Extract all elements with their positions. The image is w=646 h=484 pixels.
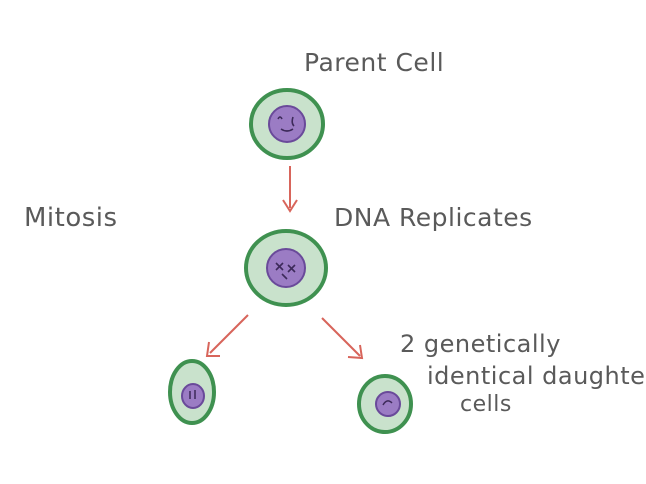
arrow-down-icon — [282, 166, 298, 213]
arrow-left-icon — [205, 314, 249, 357]
chromosome-marks — [382, 400, 393, 406]
replicating-cell-icon — [244, 229, 328, 307]
dna-replicates-label: DNA Replicates — [334, 203, 533, 232]
result-label-line-3: cells — [460, 392, 512, 417]
parent-cell-label: Parent Cell — [304, 48, 445, 77]
result-label-line-2: identical daughter — [427, 362, 646, 390]
chromosome-marks — [277, 116, 295, 132]
chromosome-marks — [275, 262, 296, 280]
daughter-cell-right-icon — [357, 374, 413, 434]
daughter-cell-left-icon — [168, 359, 216, 425]
result-label-line-1: 2 genetically — [400, 330, 561, 358]
chromosome-marks — [189, 390, 196, 399]
arrow-right-icon — [321, 317, 364, 360]
parent-cell-icon — [249, 88, 325, 160]
process-label: Mitosis — [24, 203, 118, 233]
